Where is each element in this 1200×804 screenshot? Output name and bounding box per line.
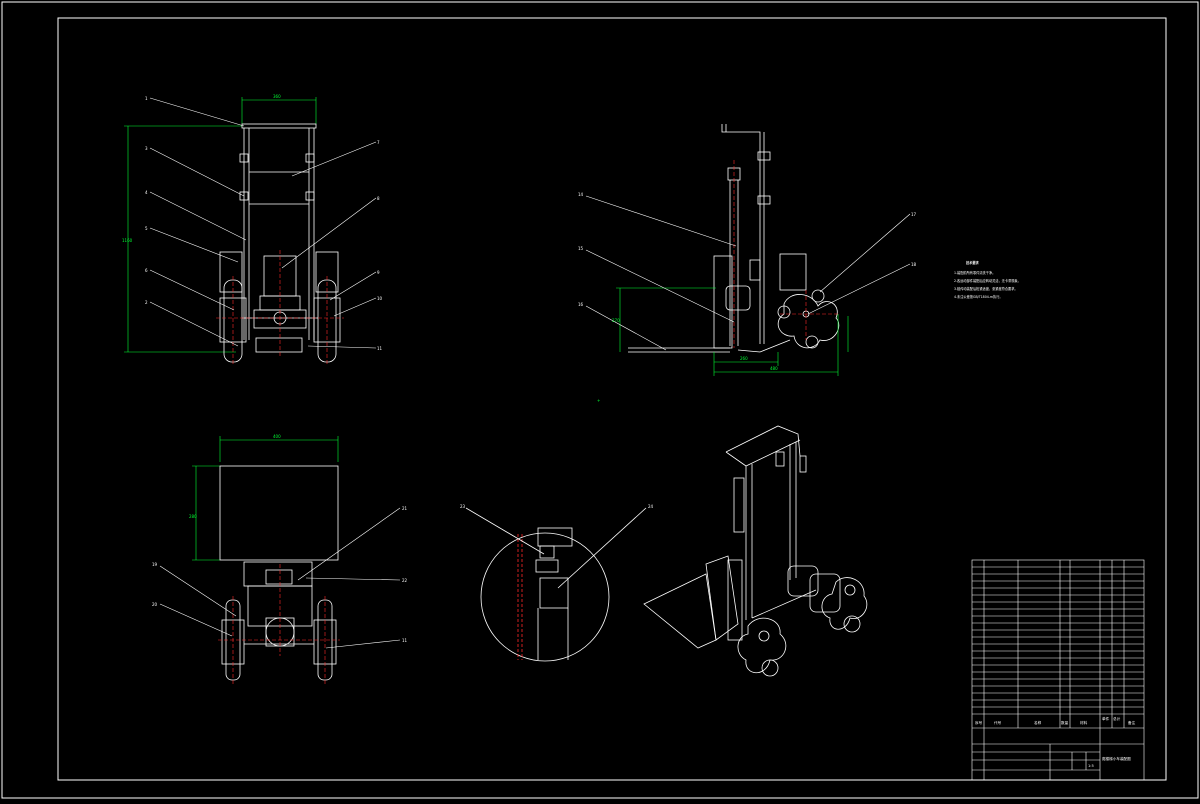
front-height-dim: 1160 xyxy=(122,238,133,243)
title-block-text: 序号 代号 名称 数量 材料 单件 总计 备注 爬楼梯小车装配图 1:5 xyxy=(975,716,1136,768)
balloon: 24 xyxy=(648,504,654,509)
front-view xyxy=(124,97,377,364)
balloon: 10 xyxy=(377,296,383,301)
bom-header: 名称 xyxy=(1034,720,1042,725)
drawing-title: 爬楼梯小车装配图 xyxy=(1102,756,1131,761)
bom-header: 总计 xyxy=(1113,716,1121,721)
front-leaders xyxy=(149,97,377,349)
side-view-labels: 14 15 16 17 18 270 480 260 xyxy=(578,192,917,371)
balloon: 22 xyxy=(402,578,408,583)
bom-header: 序号 xyxy=(975,720,983,725)
front-view-labels: 360 1160 1 3 4 5 6 2 7 8 9 10 11 xyxy=(122,94,383,351)
balloon: 3 xyxy=(145,146,148,151)
balloon: 14 xyxy=(578,192,584,197)
detail-view-labels: 23 24 xyxy=(460,504,654,509)
top-view xyxy=(159,436,401,684)
balloon: 15 xyxy=(578,246,584,251)
center-mark: + xyxy=(597,398,600,403)
tech-note-line: 2.各运动部件装配后应转动灵活，无卡滞现象。 xyxy=(954,278,1021,283)
tech-note-line: 3.链传动装配后松紧适度，张紧度符合要求。 xyxy=(954,286,1018,291)
side-view xyxy=(585,124,911,376)
balloon: 20 xyxy=(152,602,158,607)
tech-notes-title: 技术要求 xyxy=(966,260,980,265)
tech-notes: 技术要求 1.装配前所有零件清洗干净。 2.各运动部件装配后应转动灵活，无卡滞现… xyxy=(954,260,1021,299)
bom-header: 材料 xyxy=(1080,720,1088,725)
balloon: 7 xyxy=(377,140,380,145)
balloon: 9 xyxy=(377,270,380,275)
bom-header: 数量 xyxy=(1061,720,1069,725)
balloon: 4 xyxy=(145,190,148,195)
balloon: 16 xyxy=(578,302,584,307)
bom-header: 备注 xyxy=(1128,720,1136,725)
tech-note-line: 1.装配前所有零件清洗干净。 xyxy=(954,270,995,275)
isometric-view xyxy=(643,425,868,677)
side-dim-a: 270 xyxy=(612,318,620,323)
balloon: 19 xyxy=(152,562,158,567)
inner-border xyxy=(57,17,1167,781)
detail-view xyxy=(465,507,647,662)
top-width-dim: 400 xyxy=(273,434,281,439)
side-centerlines xyxy=(733,160,840,348)
balloon: 17 xyxy=(911,212,917,217)
bom-row-lines xyxy=(972,566,1144,729)
balloon: 5 xyxy=(145,226,148,231)
side-dimensions xyxy=(616,287,849,376)
side-leaders xyxy=(585,195,911,351)
tech-note-line: 4.未注公差按GB/T1804-m执行。 xyxy=(954,294,1003,299)
front-centerlines xyxy=(216,250,344,364)
balloon: 23 xyxy=(460,504,466,509)
bom-header: 单件 xyxy=(1102,716,1110,721)
balloon: 11 xyxy=(377,346,383,351)
side-dim-c: 260 xyxy=(740,356,748,361)
balloon: 11 xyxy=(402,638,408,643)
top-view-labels: 400 280 19 20 21 22 11 xyxy=(152,434,408,643)
top-height-dim: 280 xyxy=(189,514,197,519)
top-leaders xyxy=(159,507,401,649)
title-block xyxy=(971,559,1145,781)
bom-header: 代号 xyxy=(994,720,1002,725)
balloon: 1 xyxy=(145,96,148,101)
balloon: 18 xyxy=(911,262,917,267)
balloon: 2 xyxy=(145,300,148,305)
drawing-scale: 1:5 xyxy=(1088,764,1094,768)
top-dimensions xyxy=(192,436,339,561)
front-dimensions xyxy=(124,97,317,353)
balloon: 6 xyxy=(145,268,148,273)
balloon: 21 xyxy=(402,506,408,511)
side-dim-b: 480 xyxy=(770,366,778,371)
balloon: 8 xyxy=(377,196,380,201)
front-width-dim: 360 xyxy=(273,94,281,99)
top-centerlines xyxy=(218,564,340,684)
